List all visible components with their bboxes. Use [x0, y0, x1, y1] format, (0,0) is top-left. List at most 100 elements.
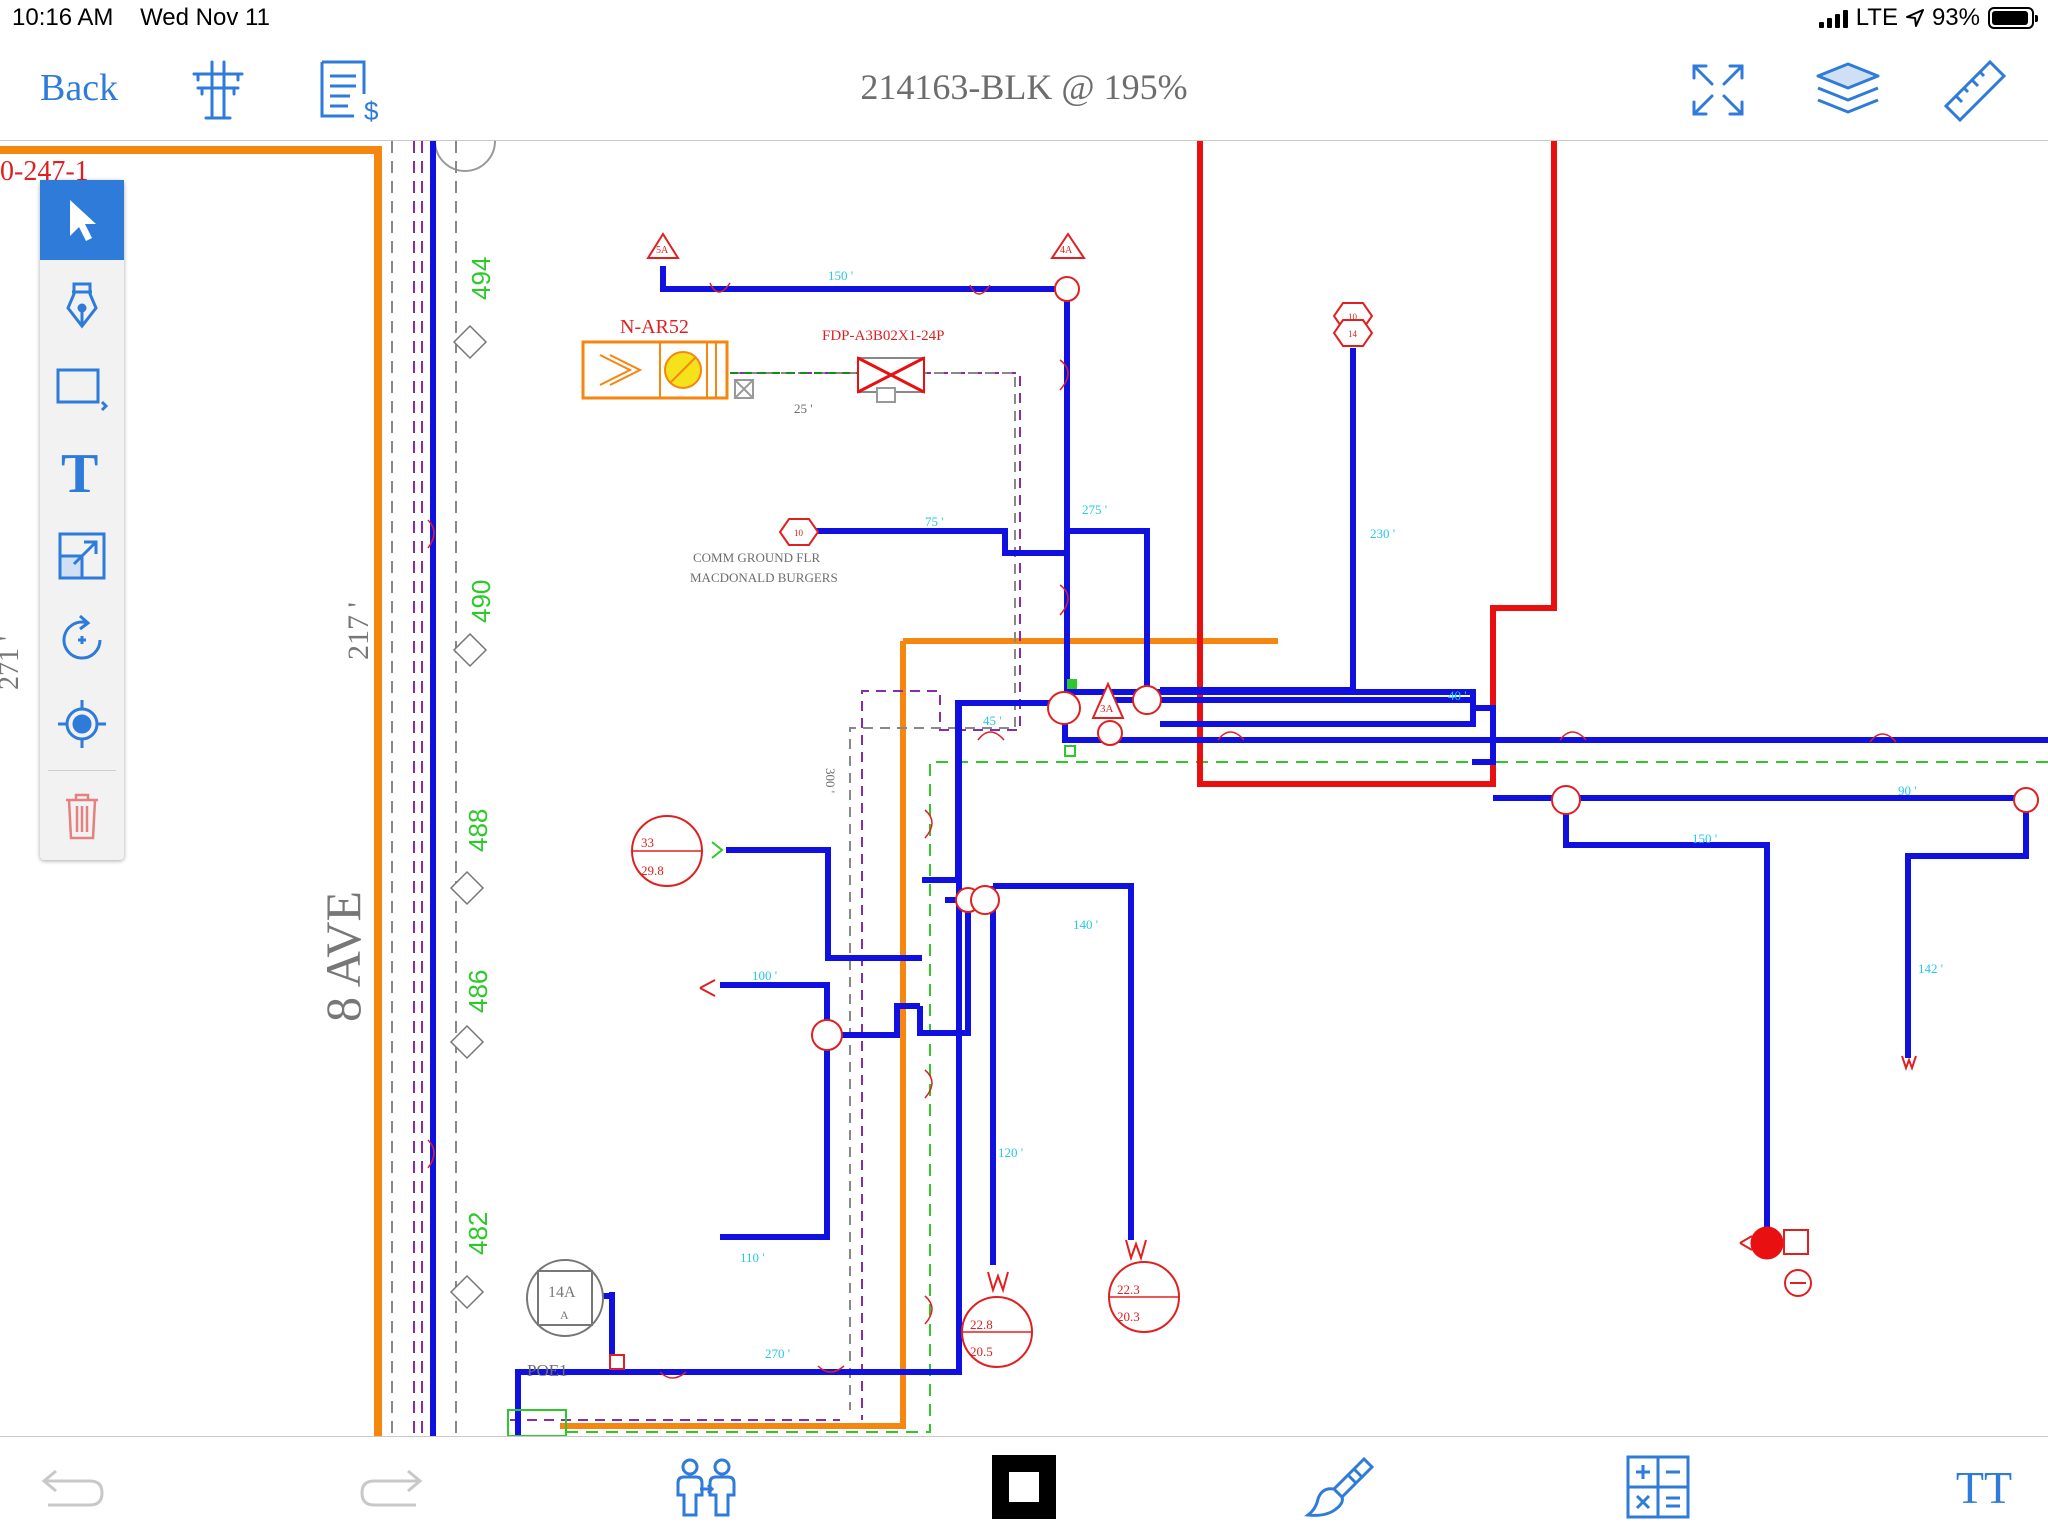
resize-icon: [58, 532, 106, 580]
undo-button[interactable]: [32, 1447, 112, 1527]
triangle-label: 5A: [656, 245, 669, 256]
layers-icon[interactable]: [1812, 54, 1884, 126]
footage-label: 270 ': [765, 1346, 790, 1361]
text-size-button[interactable]: TT: [1934, 1447, 2034, 1527]
footage-label: 230 ': [1370, 526, 1395, 541]
target-tool[interactable]: [40, 684, 124, 764]
resize-tool[interactable]: [40, 516, 124, 596]
boundary-line-2: [560, 638, 1278, 1429]
street-length-label: 217 ': [342, 602, 375, 660]
calculator-button[interactable]: [1618, 1447, 1698, 1527]
address-label: 488: [463, 809, 493, 852]
status-right: LTE 93%: [1818, 4, 2038, 32]
hexagon-marker[interactable]: 14: [1332, 319, 1374, 347]
nar-label: N-AR52: [620, 316, 689, 338]
estimate-sheet-icon[interactable]: $: [314, 54, 386, 126]
select-tool[interactable]: [40, 180, 124, 260]
text-tool-icon: T: [61, 444, 98, 500]
text-tool[interactable]: T: [40, 432, 124, 512]
street-name-label: 8 AVE: [315, 891, 371, 1022]
pen-tool[interactable]: [40, 264, 124, 344]
text-size-label: TT: [1955, 1461, 2013, 1513]
battery-percent: 93%: [1931, 4, 1980, 31]
note-line-1: COMM GROUND FLR: [693, 550, 820, 565]
note-line-2: MACDONALD BURGERS: [690, 570, 838, 585]
tool-divider: [48, 770, 116, 771]
footage-label: 90 ': [1898, 783, 1917, 798]
text-size-icon: TT: [1956, 1461, 2012, 1514]
drop-point[interactable]: [1750, 1226, 1784, 1260]
hexagon-marker[interactable]: 10: [778, 518, 820, 546]
bottom-toolbar: TT: [0, 1436, 2048, 1537]
rotate-tool[interactable]: [40, 600, 124, 680]
rotate-icon: [62, 614, 102, 660]
cable-network: [430, 141, 2048, 1436]
fdp-node[interactable]: [857, 356, 925, 403]
edge-length-label: 271 ': [0, 636, 25, 690]
hexagon-label: 14: [1348, 329, 1358, 339]
footage-label: 25 ': [794, 401, 813, 416]
footage-label: 275 ': [1082, 502, 1107, 517]
level-top: 22.8: [970, 1317, 993, 1332]
signal-icon: [1818, 8, 1848, 28]
boundary-line: [0, 146, 382, 1436]
level-bottom: 29.8: [641, 863, 664, 878]
triangle-marker[interactable]: 3A: [1091, 681, 1125, 719]
footage-label: 150 ': [828, 268, 853, 283]
redo-icon: [360, 1469, 423, 1507]
footage-label: 120 ': [998, 1145, 1023, 1160]
triangle-label: 3A: [1100, 703, 1114, 715]
nav-bar: Back 214163-BLK @ 195% $: [0, 40, 2048, 141]
target-icon: [58, 700, 106, 748]
battery-icon: [1988, 7, 2038, 29]
share-people-button[interactable]: [666, 1447, 746, 1527]
paint-brush-icon: [1304, 1456, 1375, 1517]
ruler-icon[interactable]: [1940, 54, 2012, 126]
undo-icon: [41, 1469, 104, 1507]
level-circle[interactable]: 22.8 20.5: [961, 1296, 1033, 1368]
select-arrow-icon: [70, 200, 96, 241]
footage-label: 40 ': [1448, 688, 1467, 703]
footage-label: 110 ': [740, 1250, 765, 1265]
level-bottom: 20.5: [970, 1344, 993, 1359]
triangle-marker[interactable]: 5A: [646, 232, 680, 259]
tap-top-label: 14A: [548, 1284, 576, 1301]
address-label: 482: [463, 1212, 493, 1255]
stop-button[interactable]: [984, 1447, 1064, 1527]
trash-icon: [66, 793, 98, 840]
footage-label: 300 ': [823, 768, 838, 793]
footage-label: 140 ': [1073, 917, 1098, 932]
stop-square-icon: [992, 1455, 1056, 1519]
status-date: Wed Nov 11: [140, 4, 270, 31]
road-line: [1197, 141, 1557, 787]
nar-node[interactable]: [581, 340, 729, 400]
level-bottom: 20.3: [1117, 1309, 1140, 1324]
back-button[interactable]: Back: [40, 67, 119, 109]
tool-palette: T: [40, 180, 124, 860]
level-top: 22.3: [1117, 1282, 1140, 1297]
drawing-canvas[interactable]: 0-247-1 N-AR52: [0, 141, 2048, 1436]
svg-text:T: T: [61, 444, 98, 500]
footage-label: 75 ': [925, 514, 944, 529]
footage-label: 100 ': [752, 968, 777, 983]
delete-tool[interactable]: [40, 776, 124, 856]
tap-bottom-label: A: [560, 1308, 569, 1322]
utility-pole-icon[interactable]: [182, 54, 254, 126]
triangle-marker[interactable]: 4A: [1050, 232, 1086, 259]
level-circle[interactable]: 22.3 20.3: [1108, 1261, 1180, 1333]
footage-label: 142 ': [1918, 961, 1943, 976]
rectangle-icon: [56, 368, 109, 412]
level-circle[interactable]: 33 29.8: [631, 815, 703, 887]
calculator-icon: [1626, 1455, 1690, 1519]
fullscreen-icon[interactable]: [1682, 54, 1754, 126]
footage-label: 150 ': [1692, 831, 1717, 846]
level-top: 33: [641, 835, 654, 850]
paint-brush-button[interactable]: [1300, 1447, 1380, 1527]
fdp-label: FDP-A3B02X1-24P: [822, 328, 945, 344]
address-label: 494: [466, 257, 496, 300]
network-label: LTE: [1855, 4, 1898, 31]
tap-node[interactable]: 14A A: [526, 1259, 604, 1337]
rectangle-tool[interactable]: [40, 348, 124, 428]
footage-label: 45 ': [983, 713, 1002, 728]
redo-button[interactable]: [352, 1447, 432, 1527]
